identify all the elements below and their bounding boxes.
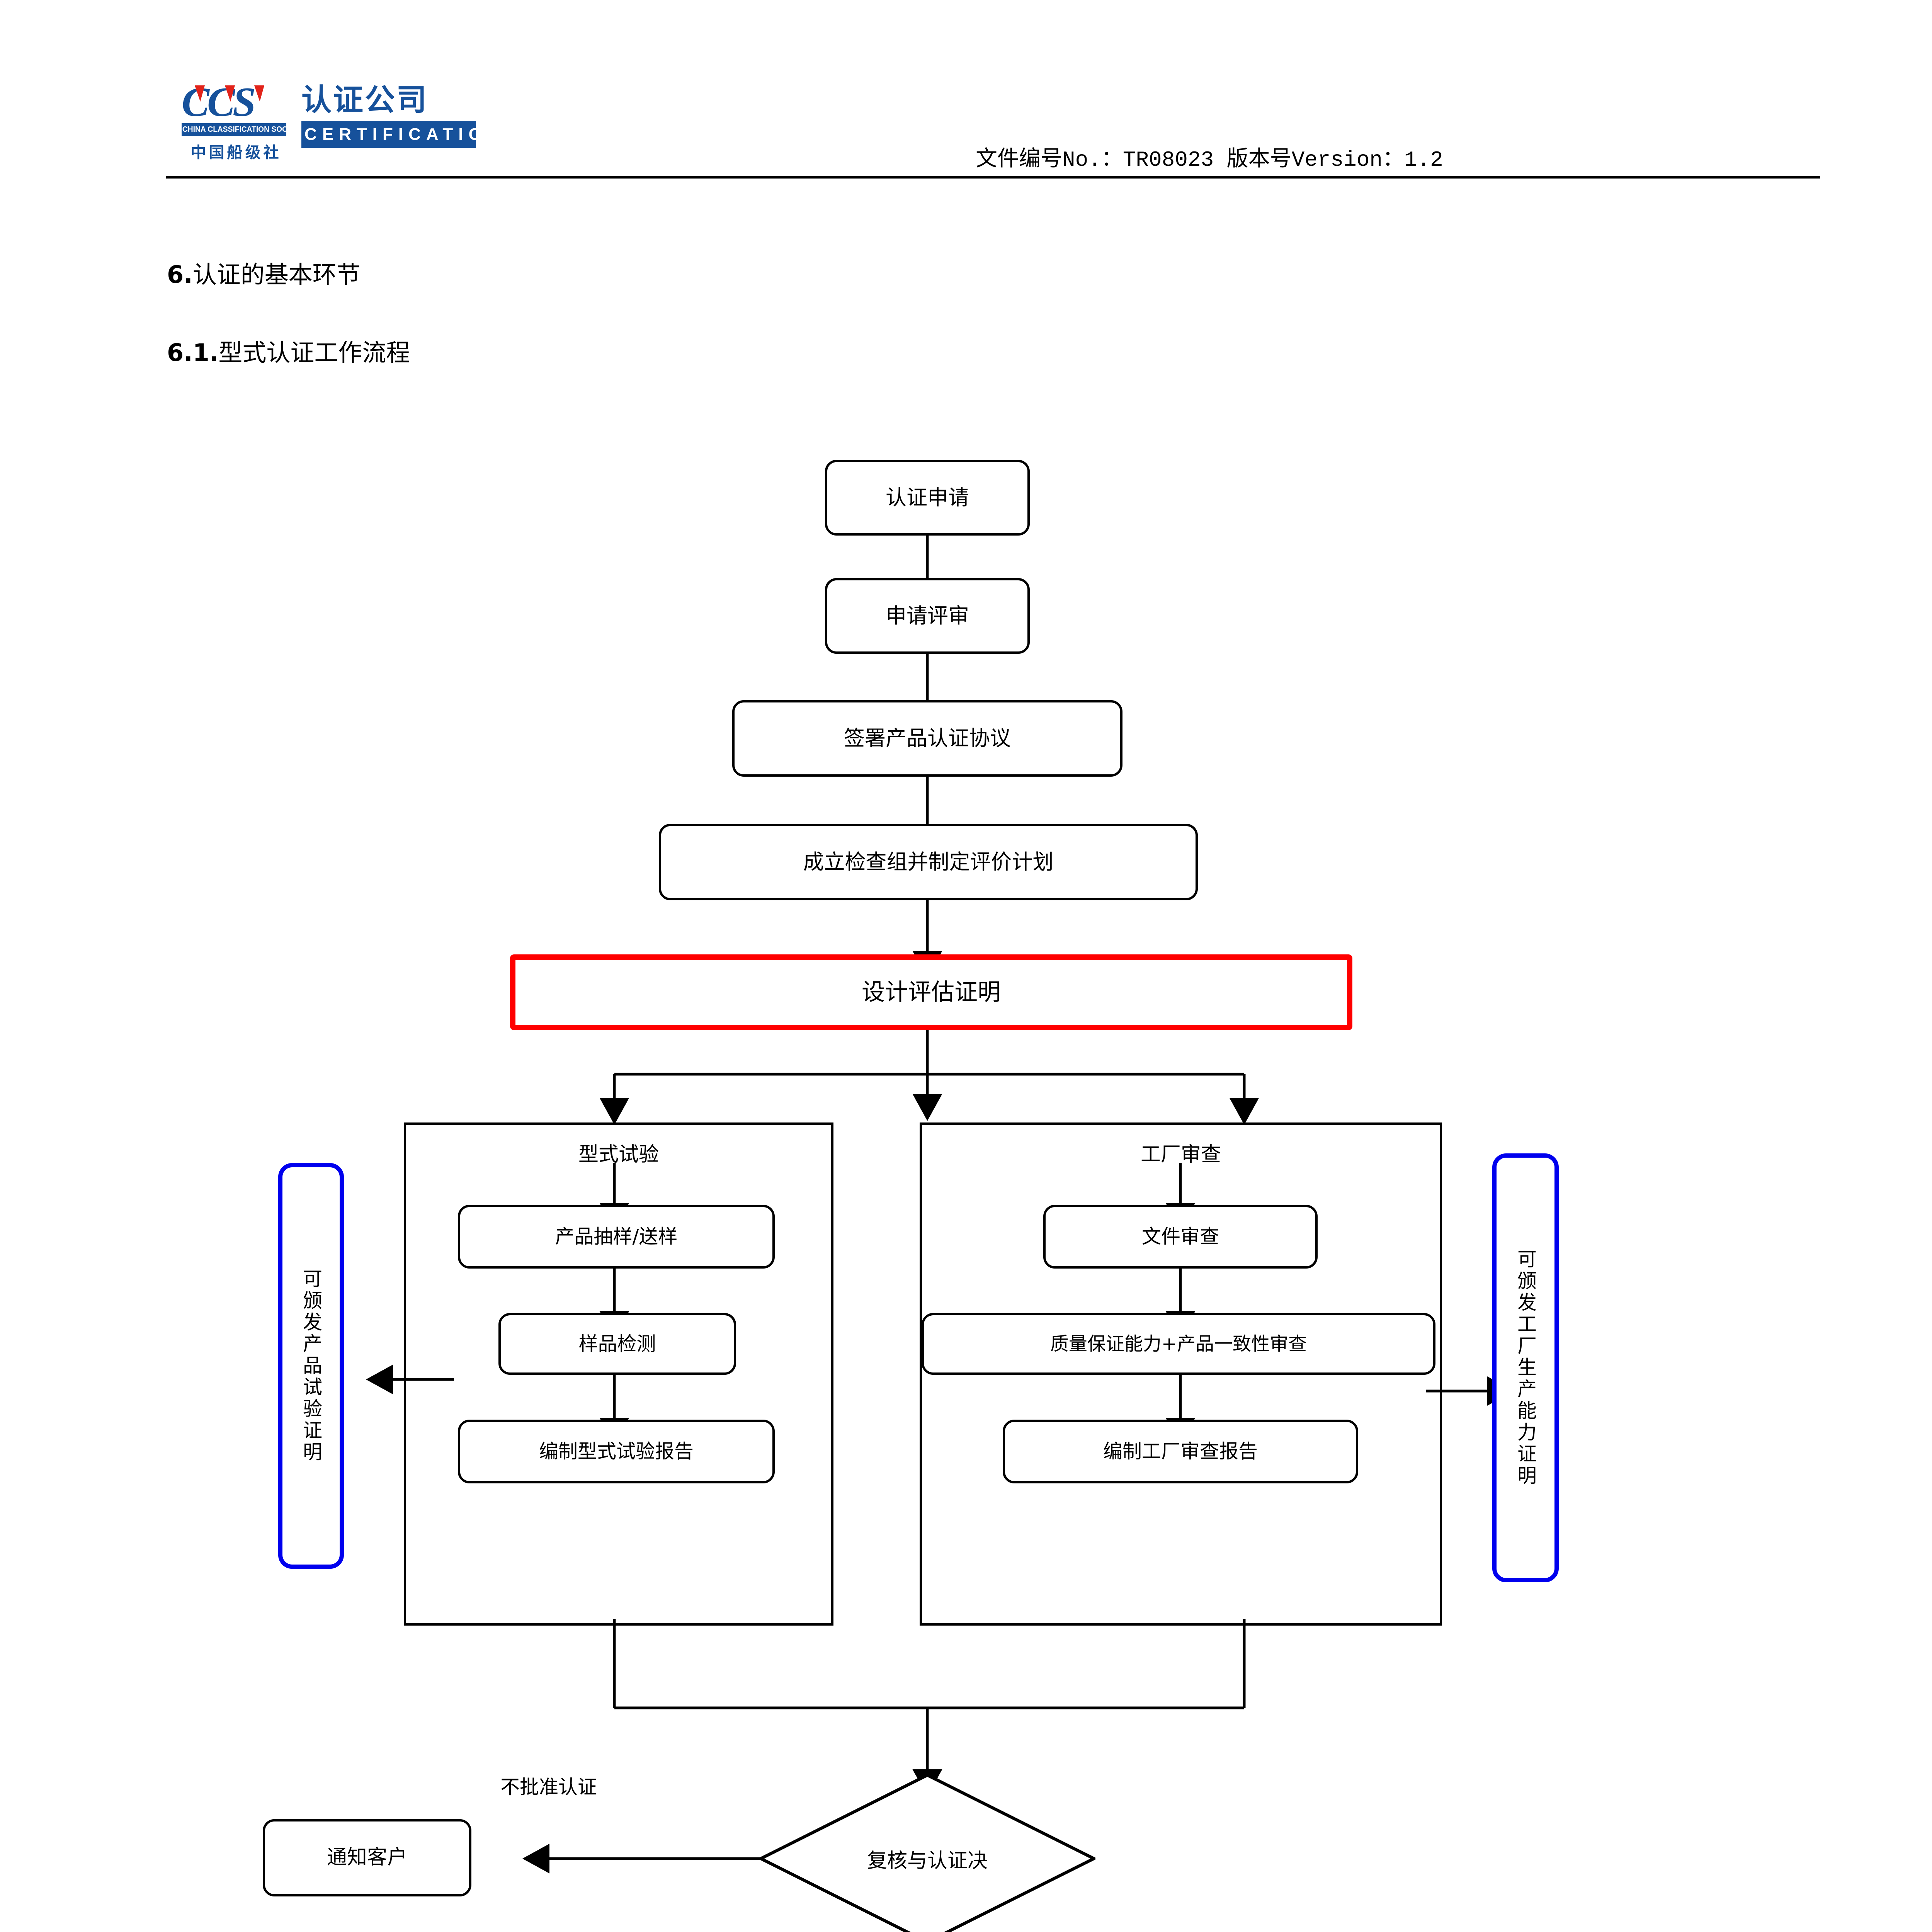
flow-node-type-test-report[interactable]: 编制型式试验报告 <box>458 1420 775 1483</box>
ccs-company-cn: 认证公司 <box>301 83 429 117</box>
flow-node-quality-consistency-label: 质量保证能力+产品一致性审查 <box>1050 1333 1307 1355</box>
section-6-number: 6. <box>167 260 193 289</box>
flow-node-product-sampling[interactable]: 产品抽样/送样 <box>458 1205 775 1269</box>
flow-node-application-label: 认证申请 <box>886 485 969 510</box>
section-61-title: 型式认证工作流程 <box>218 338 410 367</box>
flow-node-notify-customer[interactable]: 通知客户 <box>263 1819 471 1896</box>
flow-node-sign-agreement[interactable]: 签署产品认证协议 <box>732 700 1122 777</box>
document-number-version: 文件编号No.：TR08023 版本号Version：1.2 <box>976 148 1443 172</box>
flow-node-form-team-label: 成立检查组并制定评价计划 <box>803 850 1054 874</box>
flow-node-review-decision[interactable]: 复核与认证决 <box>759 1774 1095 1932</box>
ccs-society-cn: 中国船级社 <box>190 144 282 162</box>
flow-group-type-test: 型式试验 <box>404 1122 833 1626</box>
flow-node-product-test-certificate-label: 可颁发产品试验证明 <box>300 1269 322 1463</box>
flow-node-factory-audit-report-label: 编制工厂审查报告 <box>1103 1440 1258 1463</box>
ccs-logo-right: 认证公司 CERTIFICATION <box>301 83 500 148</box>
section-61-number: 6.1. <box>167 338 219 367</box>
ccs-logo: CCS CHINA CLASSIFICATION SOCIETY 中国船级社 认… <box>182 82 564 162</box>
flow-node-product-test-certificate[interactable]: 可颁发产品试验证明 <box>278 1163 344 1569</box>
flow-node-notify-customer-label: 通知客户 <box>327 1846 407 1869</box>
header-divider <box>166 176 1820 179</box>
flow-node-sample-testing-label: 样品检测 <box>578 1332 656 1355</box>
flow-group-type-test-title: 型式试验 <box>578 1143 659 1166</box>
ccs-society-band: CHINA CLASSIFICATION SOCIETY <box>182 123 304 136</box>
flow-node-factory-capability-certificate-label: 可颁发工厂生产能力证明 <box>1514 1249 1537 1487</box>
flow-node-factory-capability-certificate[interactable]: 可颁发工厂生产能力证明 <box>1492 1153 1559 1582</box>
ccs-wordmark: CCS <box>182 82 294 123</box>
flow-node-sample-testing[interactable]: 样品检测 <box>498 1313 736 1375</box>
flow-node-application[interactable]: 认证申请 <box>825 460 1030 536</box>
flow-node-document-review[interactable]: 文件审查 <box>1043 1205 1318 1269</box>
section-6-title: 认证的基本环节 <box>192 260 361 289</box>
flow-node-application-review[interactable]: 申请评审 <box>825 578 1030 654</box>
flow-node-sign-agreement-label: 签署产品认证协议 <box>844 726 1011 751</box>
flow-node-design-assessment-label: 设计评估证明 <box>862 979 1001 1006</box>
ccs-certification-band: CERTIFICATION <box>301 121 500 148</box>
flow-node-design-assessment[interactable]: 设计评估证明 <box>510 954 1352 1030</box>
flow-node-document-review-label: 文件审查 <box>1142 1225 1219 1248</box>
flow-node-product-sampling-label: 产品抽样/送样 <box>555 1225 678 1248</box>
flow-group-factory-audit-title: 工厂审查 <box>1140 1143 1221 1166</box>
flow-node-factory-audit-report[interactable]: 编制工厂审查报告 <box>1003 1420 1358 1483</box>
flow-node-review-decision-label: 复核与认证决 <box>867 1849 988 1872</box>
page-header: CCS CHINA CLASSIFICATION SOCIETY 中国船级社 认… <box>0 0 1932 179</box>
flow-group-factory-audit: 工厂审查 <box>920 1122 1442 1626</box>
flow-node-form-team[interactable]: 成立检查组并制定评价计划 <box>659 824 1198 900</box>
flow-node-type-test-report-label: 编制型式试验报告 <box>539 1440 694 1463</box>
section-heading-6: 6.认证的基本环节 <box>167 255 361 290</box>
section-heading-6-1: 6.1.型式认证工作流程 <box>167 333 410 368</box>
flow-node-application-review-label: 申请评审 <box>886 604 969 628</box>
flow-node-quality-consistency[interactable]: 质量保证能力+产品一致性审查 <box>922 1313 1435 1375</box>
ccs-wordmark-text: CCS <box>182 79 256 125</box>
flow-edge-label-reject: 不批准认证 <box>500 1776 597 1798</box>
ccs-logo-left: CCS CHINA CLASSIFICATION SOCIETY 中国船级社 <box>182 82 304 162</box>
